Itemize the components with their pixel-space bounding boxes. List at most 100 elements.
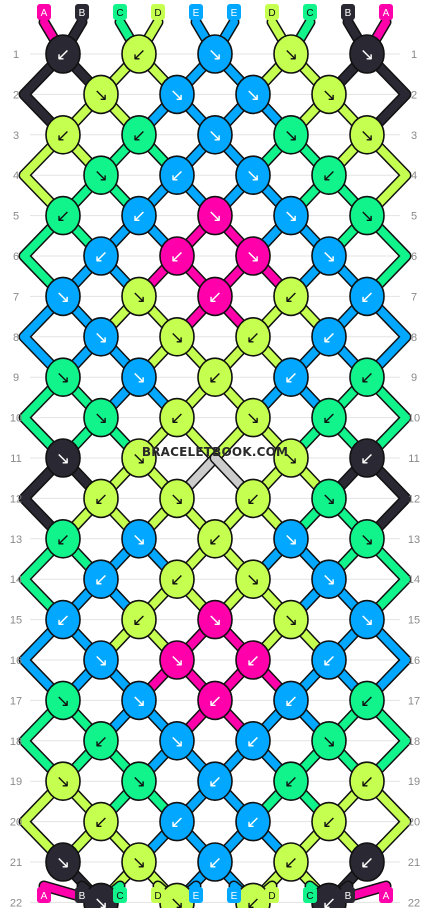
knot-direction-arrow: ↙ — [246, 732, 260, 752]
knot: ↙ — [349, 276, 385, 317]
row-number: 1 — [411, 49, 417, 61]
knot-direction-arrow: ↘ — [322, 570, 336, 590]
knot-direction-arrow: ↙ — [94, 732, 108, 752]
row-number: 19 — [408, 776, 420, 788]
knot: ↘ — [197, 195, 233, 236]
knot: ↙ — [121, 115, 157, 155]
row-number: 4 — [411, 170, 417, 182]
knot-direction-arrow: ↙ — [360, 287, 374, 307]
top-string-label: D — [265, 4, 279, 20]
knot: ↘ — [197, 115, 233, 155]
knot-direction-arrow: ↘ — [132, 368, 146, 388]
knot: ↙ — [121, 195, 157, 236]
knot: ↘ — [159, 478, 195, 519]
knot-direction-arrow: ↙ — [170, 570, 184, 590]
knot: ↘ — [235, 155, 271, 195]
knot: ↘ — [45, 680, 81, 721]
knot-direction-arrow: ↙ — [208, 691, 222, 711]
knot-direction-arrow: ↘ — [56, 772, 70, 792]
knot: ↘ — [121, 518, 157, 559]
knot-direction-arrow: ↘ — [56, 449, 70, 469]
knot-direction-arrow: ↘ — [360, 207, 374, 227]
knot: ↙ — [45, 34, 81, 74]
row-number: 1 — [13, 49, 19, 61]
row-number: 21 — [10, 857, 22, 869]
knot-direction-arrow: ↘ — [94, 409, 108, 429]
knot-direction-arrow: ↘ — [246, 85, 260, 105]
top-string-label: A — [379, 4, 393, 20]
knot-direction-arrow: ↘ — [246, 570, 260, 590]
knot: ↘ — [349, 518, 385, 559]
knot: ↘ — [349, 195, 385, 236]
knot-direction-arrow: ↘ — [284, 45, 298, 65]
knot: ↘ — [235, 559, 271, 600]
row-number: 18 — [408, 736, 420, 748]
knot-direction-arrow: ↘ — [284, 207, 298, 227]
svg-text:E: E — [193, 891, 200, 902]
knot: ↙ — [197, 518, 233, 559]
svg-text:B: B — [345, 8, 352, 19]
knot-direction-arrow: ↙ — [322, 651, 336, 671]
knot-direction-arrow: ↙ — [132, 126, 146, 146]
knot-direction-arrow: ↙ — [322, 166, 336, 186]
knot-direction-arrow: ↘ — [132, 449, 146, 469]
knot: ↘ — [121, 276, 157, 317]
knot: ↙ — [159, 236, 195, 276]
svg-text:D: D — [268, 8, 275, 19]
svg-text:D: D — [154, 8, 161, 19]
knot: ↙ — [235, 316, 271, 357]
knot: ↘ — [197, 599, 233, 640]
row-number: 20 — [408, 817, 420, 829]
knot-direction-arrow: ↘ — [208, 611, 222, 631]
knot: ↘ — [159, 720, 195, 761]
knot: ↘ — [349, 115, 385, 155]
top-string-label: C — [113, 4, 127, 20]
bottom-string-label: C — [113, 887, 127, 903]
knot: ↘ — [311, 74, 347, 115]
svg-text:C: C — [306, 891, 313, 902]
row-number: 5 — [411, 211, 417, 223]
bottom-string-label: B — [75, 887, 89, 903]
knot: ↙ — [83, 801, 119, 842]
bottom-string-label: A — [37, 887, 51, 903]
knot-direction-arrow: ↘ — [132, 853, 146, 873]
bottom-string-label: E — [189, 887, 203, 903]
knot-direction-arrow: ↘ — [246, 409, 260, 429]
knot-direction-arrow: ↙ — [170, 409, 184, 429]
bottom-string-label: D — [265, 887, 279, 903]
knot-direction-arrow: ↘ — [132, 287, 146, 307]
row-number: 21 — [408, 857, 420, 869]
row-number: 7 — [411, 291, 417, 303]
svg-text:A: A — [41, 891, 48, 902]
knot-direction-arrow: ↙ — [322, 328, 336, 348]
knot-direction-arrow: ↘ — [132, 691, 146, 711]
knot-direction-arrow: ↙ — [360, 691, 374, 711]
watermark-text: BRACELETBOOK.COM — [141, 445, 289, 459]
knot: ↙ — [311, 316, 347, 357]
knot-direction-arrow: ↙ — [246, 489, 260, 509]
knot-direction-arrow: ↘ — [208, 45, 222, 65]
knot-direction-arrow: ↘ — [94, 651, 108, 671]
knot-direction-arrow: ↘ — [94, 328, 108, 348]
row-number: 12 — [408, 493, 420, 505]
row-number: 7 — [13, 291, 19, 303]
top-string-label: E — [227, 4, 241, 20]
row-number: 2 — [13, 89, 19, 101]
knot: ↙ — [83, 559, 119, 600]
knot-direction-arrow: ↙ — [284, 772, 298, 792]
svg-text:B: B — [79, 891, 86, 902]
knot: ↘ — [45, 438, 81, 478]
row-number: 22 — [408, 897, 420, 908]
row-number: 13 — [408, 534, 420, 546]
knot-direction-arrow: ↙ — [94, 570, 108, 590]
row-number: 8 — [13, 332, 19, 344]
row-number: 13 — [10, 534, 22, 546]
knot: ↘ — [273, 195, 309, 236]
knot-direction-arrow: ↘ — [322, 247, 336, 267]
knot: ↘ — [121, 438, 157, 478]
knot-direction-arrow: ↙ — [284, 287, 298, 307]
knot: ↘ — [121, 680, 157, 721]
row-number: 16 — [10, 655, 22, 667]
